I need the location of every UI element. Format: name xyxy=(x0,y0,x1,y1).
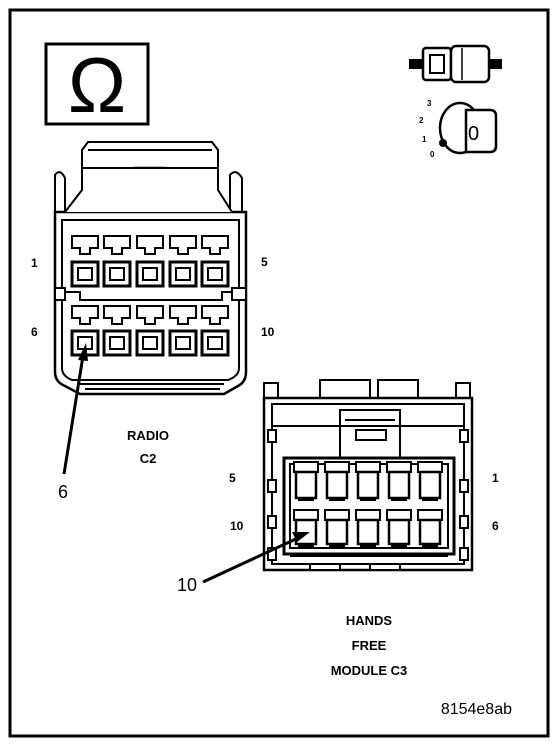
key-position-label: 0 xyxy=(430,150,435,159)
hands-free-pin-label-1: 1 xyxy=(492,471,499,485)
radio-name-line1: RADIO xyxy=(127,428,169,443)
ohm-symbol: Ω xyxy=(68,41,126,129)
pin-cavity xyxy=(324,509,350,547)
hands-free-name-line1: HANDS xyxy=(346,613,393,628)
key-position-label: 3 xyxy=(427,99,432,108)
pin-cavity xyxy=(135,235,165,288)
radio-pin-label-6: 6 xyxy=(31,325,38,339)
pin-cavity xyxy=(168,235,198,288)
hands-free-pin-row-bottom xyxy=(293,509,443,547)
key-letter: 0 xyxy=(468,123,479,145)
hands-free-pin-label-6: 6 xyxy=(492,519,499,533)
ignition-key-icon: 3 2 1 0 0 xyxy=(419,99,498,159)
pin-cavity xyxy=(200,235,230,288)
pin-cavity xyxy=(417,509,443,547)
radio-pin-label-1: 1 xyxy=(31,256,38,270)
pin-cavity xyxy=(417,461,443,501)
pin-cavity xyxy=(386,461,412,501)
hands-free-pin-row-top xyxy=(293,461,443,501)
radio-callout-number: 6 xyxy=(58,482,68,502)
hands-free-name-line3: MODULE C3 xyxy=(331,663,408,678)
pin-cavity xyxy=(135,305,165,357)
radio-name-line2: C2 xyxy=(140,451,157,466)
hands-free-callout-arrow xyxy=(202,532,310,584)
key-position-label: 1 xyxy=(422,135,427,144)
pin-cavity xyxy=(386,509,412,547)
pin-cavity xyxy=(355,509,381,547)
radio-pin-label-10: 10 xyxy=(261,325,275,339)
hands-free-pin-label-10: 10 xyxy=(230,519,244,533)
pin-cavity xyxy=(102,235,132,288)
hands-free-callout-number: 10 xyxy=(177,575,197,595)
radio-pin-label-5: 5 xyxy=(261,255,268,269)
pin-cavity xyxy=(70,235,100,288)
key-position-label: 2 xyxy=(419,116,424,125)
pin-cavity xyxy=(168,305,198,357)
figure-id: 8154e8ab xyxy=(441,701,512,718)
pin-cavity xyxy=(102,305,132,357)
hands-free-name-line2: FREE xyxy=(352,638,387,653)
pin-cavity xyxy=(293,461,319,501)
radio-pin-row-bottom xyxy=(70,305,230,357)
hands-free-pin-label-5: 5 xyxy=(229,471,236,485)
pin-cavity xyxy=(200,305,230,357)
diagram-border xyxy=(8,8,550,738)
radio-callout-arrow xyxy=(62,343,88,475)
ohm-meter-icon: Ω xyxy=(44,41,150,129)
radio-pin-row-top xyxy=(70,235,230,288)
pin-cavity xyxy=(324,461,350,501)
pin-cavity xyxy=(355,461,381,501)
connector-plug-icon xyxy=(409,44,502,84)
